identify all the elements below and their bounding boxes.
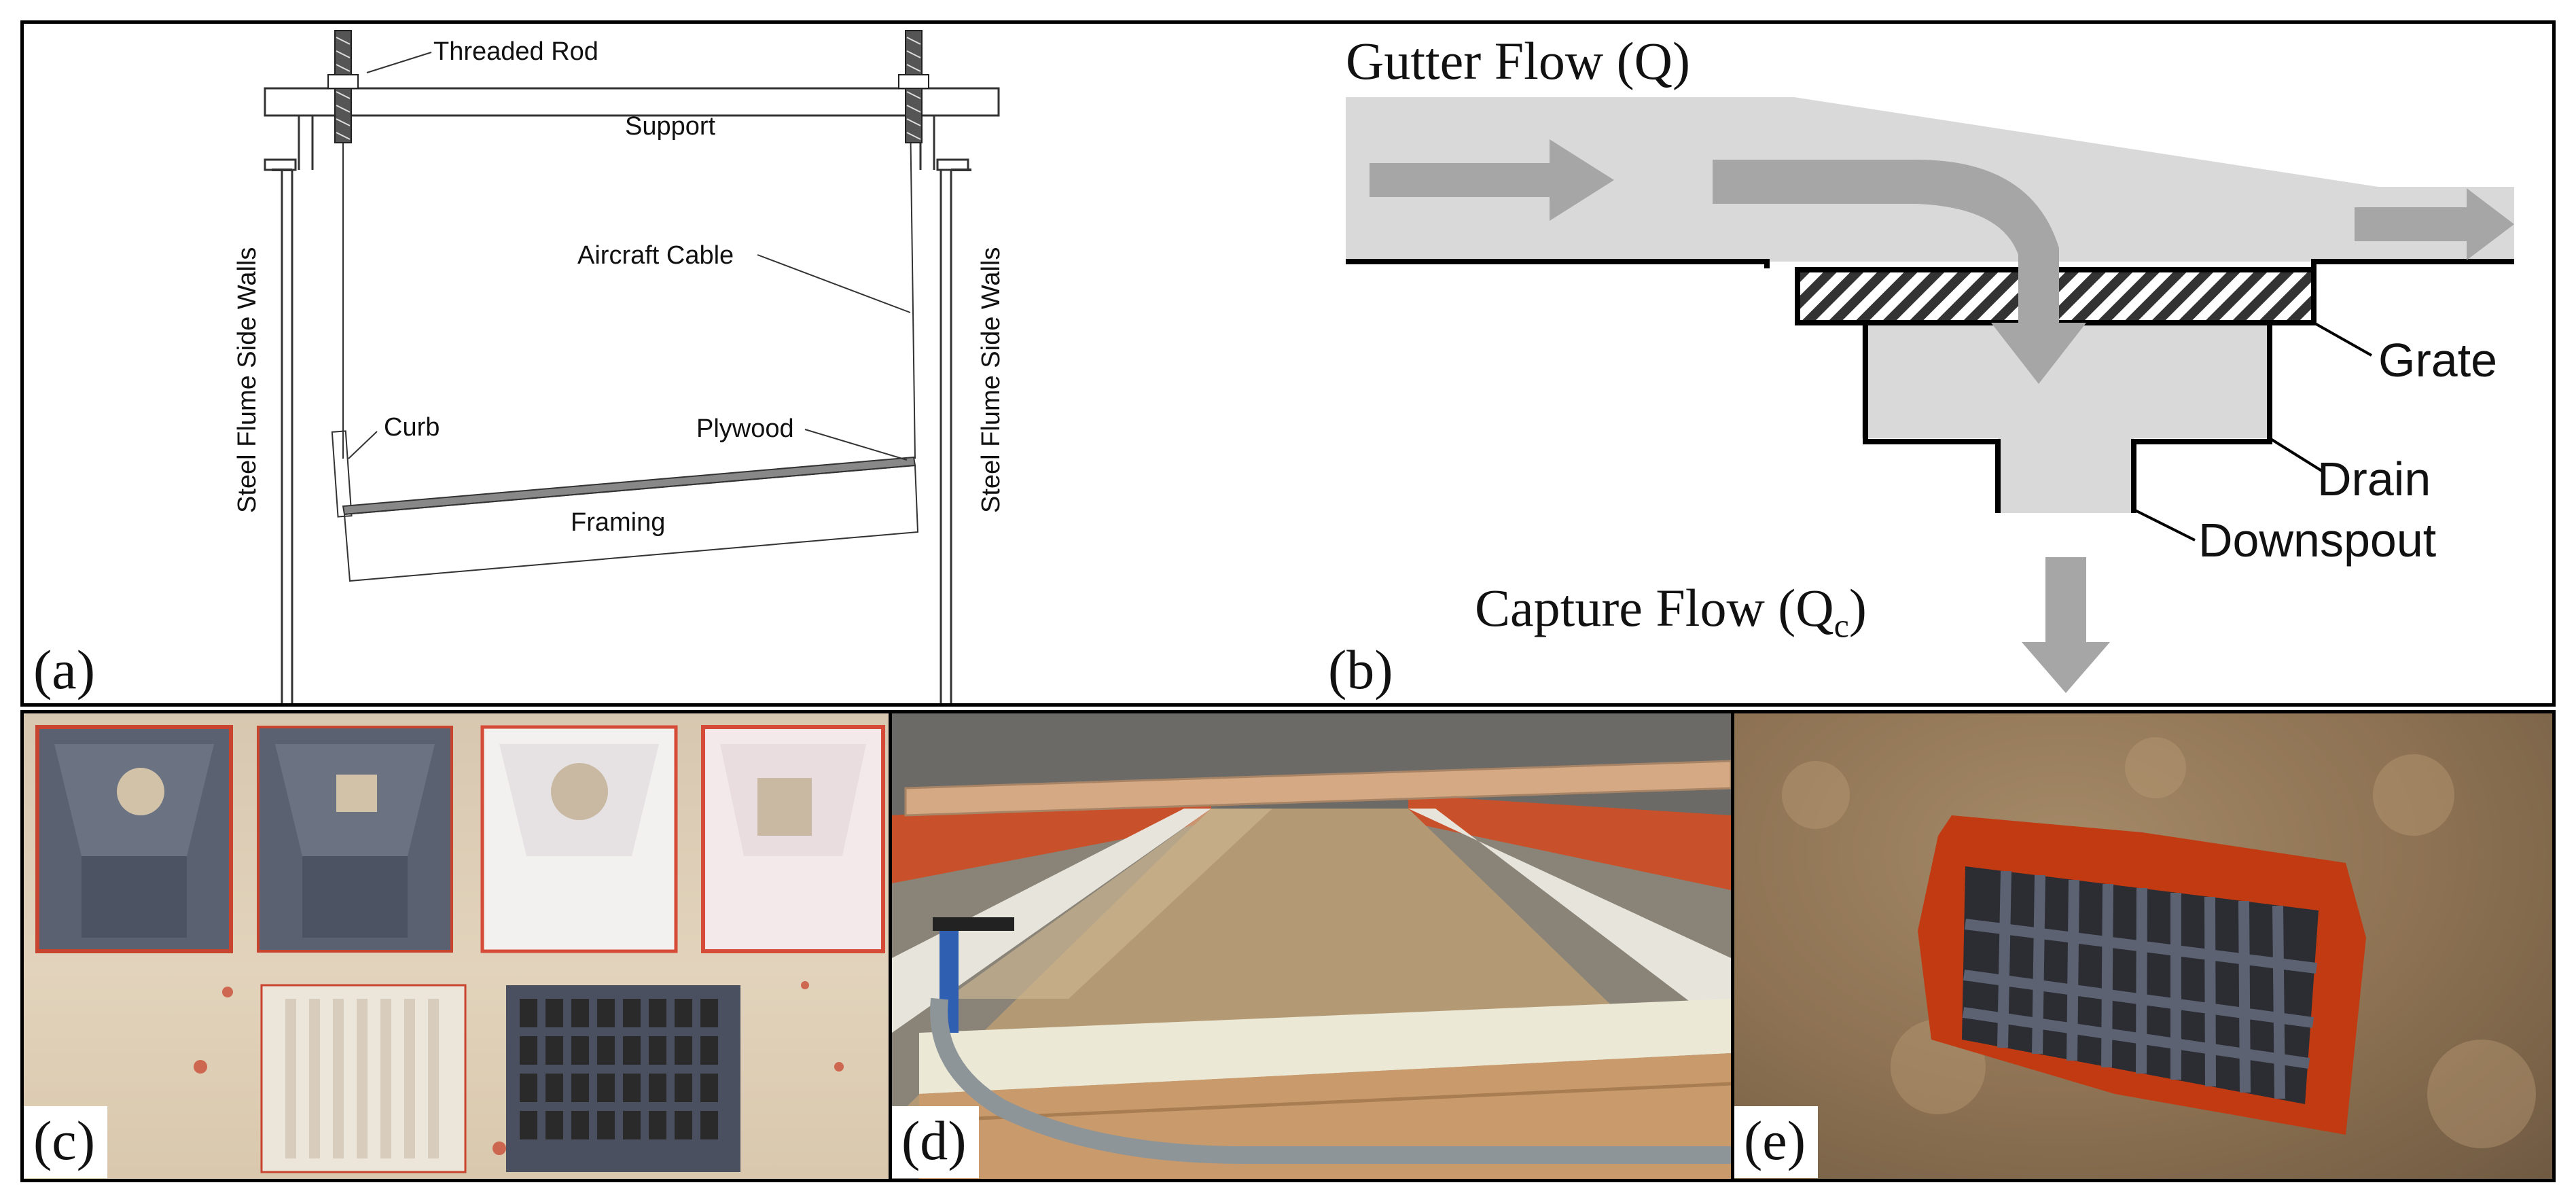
panel-c-photo-printed-parts: (c) [20,710,893,1182]
panel-b-tag: (b) [1319,635,1406,703]
grey-grate [506,985,740,1172]
panel-b-flow-diagram: Gutter Flow (Q) Grate Drain Downspout Ca… [1319,20,2556,707]
arrow-capture-down [2022,557,2110,693]
label-threaded-rod: Threaded Rod [433,37,598,66]
white-drain-square-hole [701,725,885,953]
support-posts [298,116,935,170]
gutter-bed-line [1346,259,2514,268]
arrow-turning-down [1713,160,2086,384]
white-curb [919,999,1731,1094]
leader-curb [348,431,378,459]
panel-a-schematic: Threaded Rod Support Aircraft Cable Curb… [20,20,1322,707]
leader-plywood [804,429,908,461]
leader-threaded-rod [366,52,432,73]
label-left-side-wall: Steel Flume Side Walls [233,247,262,513]
right-side-wall [940,169,952,703]
panel-e-tag: (e) [1734,1106,1819,1178]
panel-c-tag: (c) [24,1106,108,1178]
flume-section-drawing [264,30,1000,703]
flume-photo [892,713,1731,1179]
framing-box [343,464,919,582]
leader-downspout [2133,508,2196,542]
curb-shape [331,430,353,518]
leader-grate [2313,321,2372,357]
label-framing: Framing [571,508,666,537]
grey-drain-square-hole [257,726,453,953]
grey-drain-round-hole [35,725,233,953]
support-beam [264,87,1000,117]
right-wall-cap [936,158,969,171]
panel-d-photo-flume: (d) [889,710,1734,1182]
label-right-side-wall: Steel Flume Side Walls [977,247,1005,513]
label-downspout: Downspout [2198,514,2437,567]
hose [930,997,1731,1164]
label-curb: Curb [384,413,440,442]
right-cable [910,115,916,459]
drain-outline [1863,323,2272,513]
plywood-sheet [342,456,916,516]
capture-flow-label: Capture Flow (Qc) [1475,578,1867,645]
white-grate [260,984,467,1173]
left-side-wall [281,169,293,703]
label-plywood: Plywood [696,414,794,443]
threaded-rods [327,30,929,143]
leader-drain [2268,437,2325,474]
panel-e-photo-installed-grate: (e) [1731,710,2556,1182]
arrow-gutter-in [1370,139,1614,221]
label-support: Support [625,112,716,141]
installed-grate-photo [1782,737,2536,1148]
left-wall-cap [264,158,297,171]
grate-flow-drawing [1346,97,2514,693]
gutter-flow-title: Gutter Flow (Q) [1346,31,1690,90]
printed-parts-photo [35,725,885,1173]
label-drain: Drain [2317,453,2431,506]
white-drain-round-hole [480,725,678,953]
leader-aircraft-cable [757,254,911,313]
panel-d-tag: (d) [892,1106,979,1178]
label-grate: Grate [2378,334,2498,387]
arrow-gutter-out [2355,188,2514,260]
wood-beam [904,760,1731,817]
label-aircraft-cable: Aircraft Cable [577,241,734,270]
panel-a-tag: (a) [24,635,108,703]
drain-fluid [1797,316,2270,513]
